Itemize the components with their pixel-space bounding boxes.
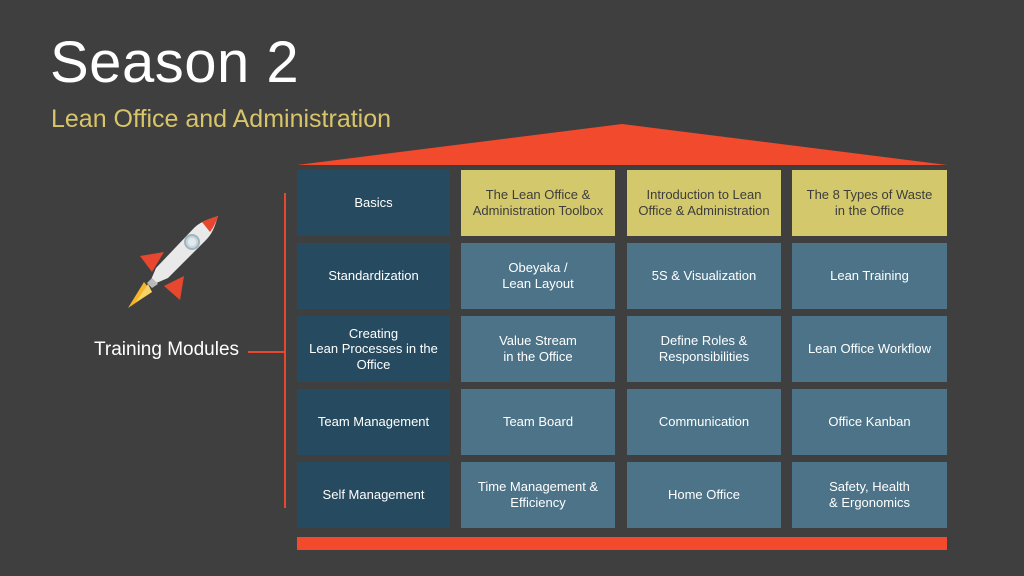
house-base	[297, 537, 947, 550]
rocket-icon	[122, 212, 222, 312]
page-title: Season 2	[50, 30, 300, 95]
module-card: The 8 Types of Waste in the Office	[792, 170, 947, 236]
row-header: Standardization	[297, 243, 450, 309]
house-roof	[297, 124, 947, 165]
module-card: Home Office	[627, 462, 781, 528]
row-header: Team Management	[297, 389, 450, 455]
module-card: Time Management & Efficiency	[461, 462, 615, 528]
module-card: Team Board	[461, 389, 615, 455]
module-card: Safety, Health & Ergonomics	[792, 462, 947, 528]
module-card: Define Roles & Responsibilities	[627, 316, 781, 382]
training-modules-label: Training Modules	[94, 339, 240, 360]
module-card: Value Stream in the Office	[461, 316, 615, 382]
label-connector-line	[248, 351, 284, 353]
row-header: Creating Lean Processes in the Office	[297, 316, 450, 382]
row-header: Basics	[297, 170, 450, 236]
module-card: The Lean Office & Administration Toolbox	[461, 170, 615, 236]
module-card: Lean Office Workflow	[792, 316, 947, 382]
module-card: 5S & Visualization	[627, 243, 781, 309]
module-card: Introduction to Lean Office & Administra…	[627, 170, 781, 236]
row-header: Self Management	[297, 462, 450, 528]
module-card: Obeyaka / Lean Layout	[461, 243, 615, 309]
module-card: Office Kanban	[792, 389, 947, 455]
page-subtitle: Lean Office and Administration	[51, 105, 392, 133]
bracket-line	[284, 193, 286, 508]
module-card: Communication	[627, 389, 781, 455]
module-card: Lean Training	[792, 243, 947, 309]
